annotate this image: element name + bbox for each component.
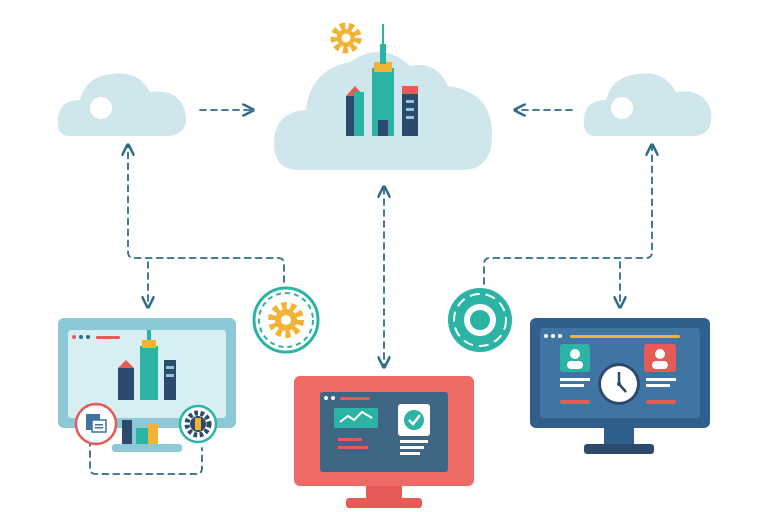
cloud-icon <box>611 97 633 119</box>
center-monitor <box>294 376 474 508</box>
user-icon <box>644 344 676 372</box>
cloud-icon <box>90 97 112 119</box>
gear-icon <box>330 22 362 54</box>
connectors <box>89 110 652 475</box>
city-skyline-icon <box>346 24 418 136</box>
connector-right-hub-to-right-cloud <box>483 146 652 285</box>
left-monitor <box>58 318 236 452</box>
right-hub <box>448 288 512 352</box>
chart-icon <box>334 408 378 428</box>
connector-left-badges-loop <box>89 439 203 475</box>
left-cloud <box>57 73 187 136</box>
right-cloud <box>583 73 712 136</box>
city-skyline-icon <box>118 330 176 400</box>
user-icon <box>560 344 590 372</box>
left-hub <box>252 286 320 354</box>
settings-badge-icon <box>178 404 218 444</box>
gear-icon <box>268 302 304 338</box>
connector-left-hub-to-left-cloud <box>128 146 285 283</box>
right-monitor <box>530 318 710 454</box>
checkmark-icon <box>398 404 430 436</box>
left-monitor-base-stack <box>122 420 158 444</box>
main-cloud <box>273 22 493 170</box>
document-icon <box>74 402 118 446</box>
clock-icon <box>598 363 640 405</box>
sync-ring-icon <box>464 304 496 336</box>
